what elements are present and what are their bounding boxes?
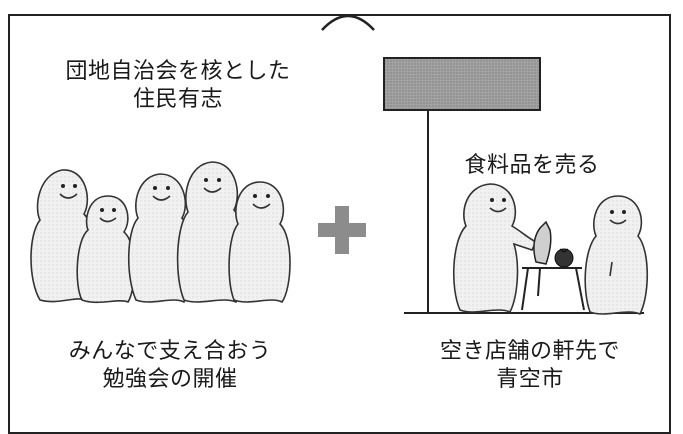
customer-figure xyxy=(584,195,649,316)
left-caption: みんなで支え合おう 勉強会の開催 xyxy=(20,338,320,394)
left-heading-line1: 団地自治会を核とした xyxy=(65,59,291,84)
tomato-icon xyxy=(554,248,574,268)
right-caption-line2: 青空市 xyxy=(496,367,564,392)
plus-icon xyxy=(318,206,366,254)
left-caption-line1: みんなで支え合おう xyxy=(68,339,272,364)
fish-icon xyxy=(533,220,552,265)
person-figure xyxy=(176,161,245,304)
table-icon xyxy=(521,267,585,311)
right-caption: 空き店舗の軒先で 青空市 xyxy=(380,338,680,394)
people-group xyxy=(30,161,291,304)
left-heading-line2: 住民有志 xyxy=(132,87,223,112)
left-heading: 団地自治会を核とした 住民有志 xyxy=(38,58,318,114)
person-figure xyxy=(76,195,136,304)
right-caption-line1: 空き店舗の軒先で xyxy=(439,339,620,364)
frame-top-arc xyxy=(321,14,375,31)
shop-sign-icon xyxy=(383,57,541,312)
left-caption-line2: 勉強会の開催 xyxy=(102,367,238,392)
activity-label: 食料品を売る xyxy=(464,153,600,178)
person-figure xyxy=(127,173,193,304)
seller-figure xyxy=(452,183,538,314)
person-figure xyxy=(228,181,291,304)
